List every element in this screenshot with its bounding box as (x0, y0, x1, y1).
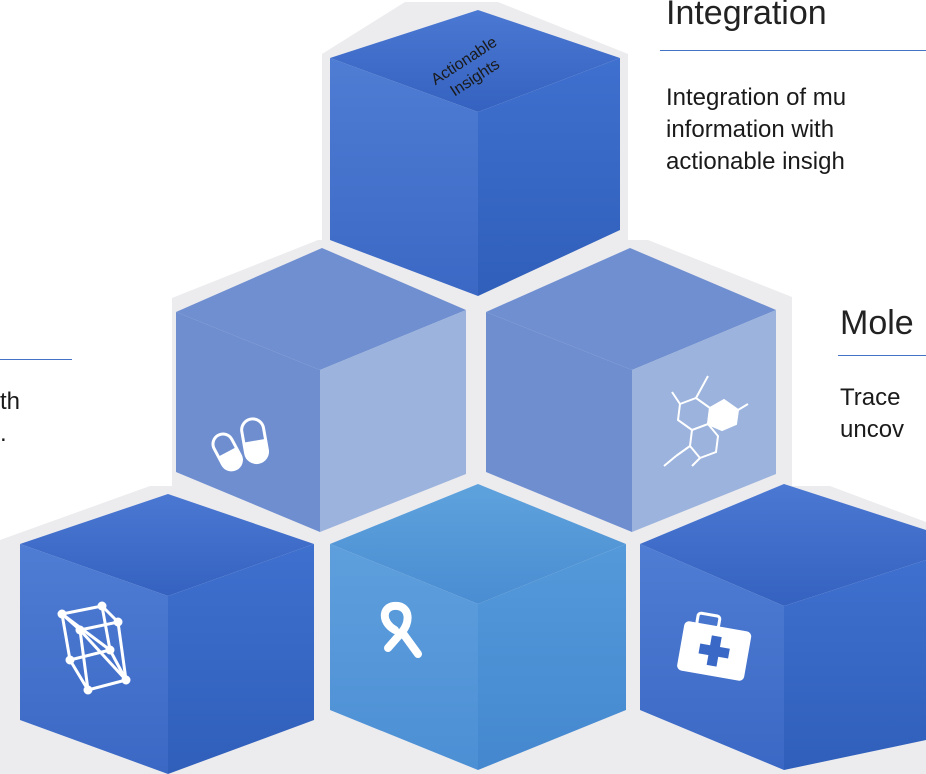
cube-network (20, 494, 314, 774)
molecular-heading: Mole (840, 304, 914, 342)
molecular-body-line1: Trace (840, 384, 901, 411)
pill-capsules-icon (211, 417, 269, 472)
cube-actionable-insights: Actionable Insights (330, 10, 620, 296)
molecule-icon (663, 375, 749, 467)
left-body-line1: th (0, 388, 21, 415)
left-divider (0, 359, 72, 360)
left-body-line2: . (0, 420, 7, 447)
awareness-ribbon-icon (380, 601, 422, 658)
cube-molecular (486, 248, 776, 532)
network-cube-icon (57, 601, 131, 695)
integration-divider (660, 50, 926, 51)
cube-ribbon (330, 484, 626, 770)
cube-first-aid (640, 484, 926, 770)
molecular-divider (838, 355, 926, 356)
integration-heading: Integration (666, 0, 827, 32)
cube-pills (176, 248, 466, 532)
integration-body-line1: Integration of mu (666, 84, 847, 111)
first-aid-kit-icon (677, 611, 752, 681)
molecular-body-line2: uncov (840, 416, 905, 443)
integration-body-line3: actionable insigh (666, 148, 845, 175)
integration-body-line2: information with (666, 116, 835, 143)
